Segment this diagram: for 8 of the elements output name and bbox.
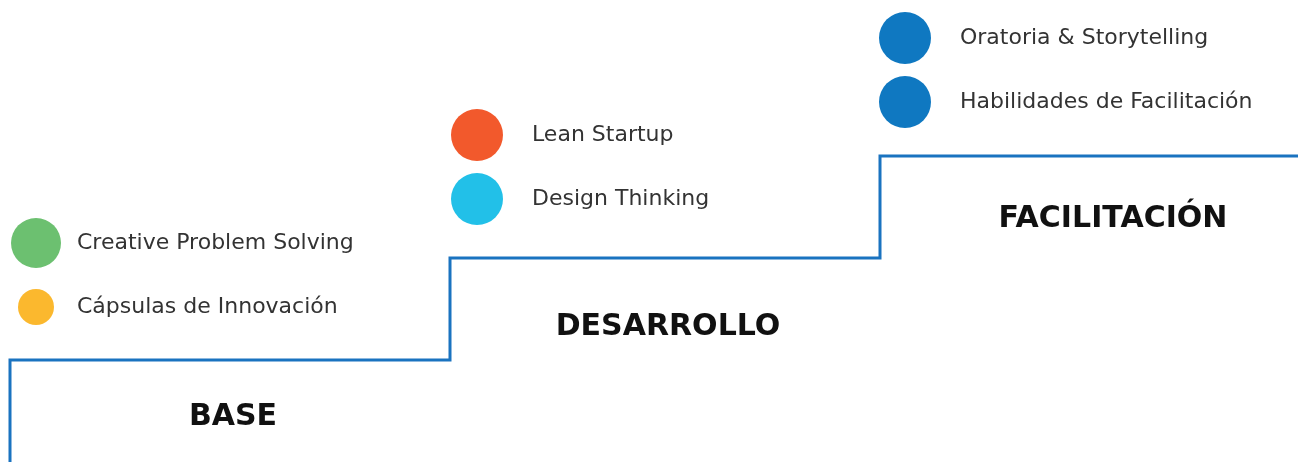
step-label: BASE	[188, 400, 278, 430]
legend-text: Design Thinking	[532, 187, 710, 209]
step-label: DESARROLLO	[555, 310, 781, 340]
legend-text: Oratoria & Storytelling	[960, 26, 1209, 48]
legend-text: Habilidades de Facilitación	[960, 90, 1253, 112]
legend-text: Lean Startup	[532, 123, 674, 145]
legend-text: Cápsulas de Innovación	[77, 295, 338, 317]
legend-text: Creative Problem Solving	[77, 231, 354, 253]
